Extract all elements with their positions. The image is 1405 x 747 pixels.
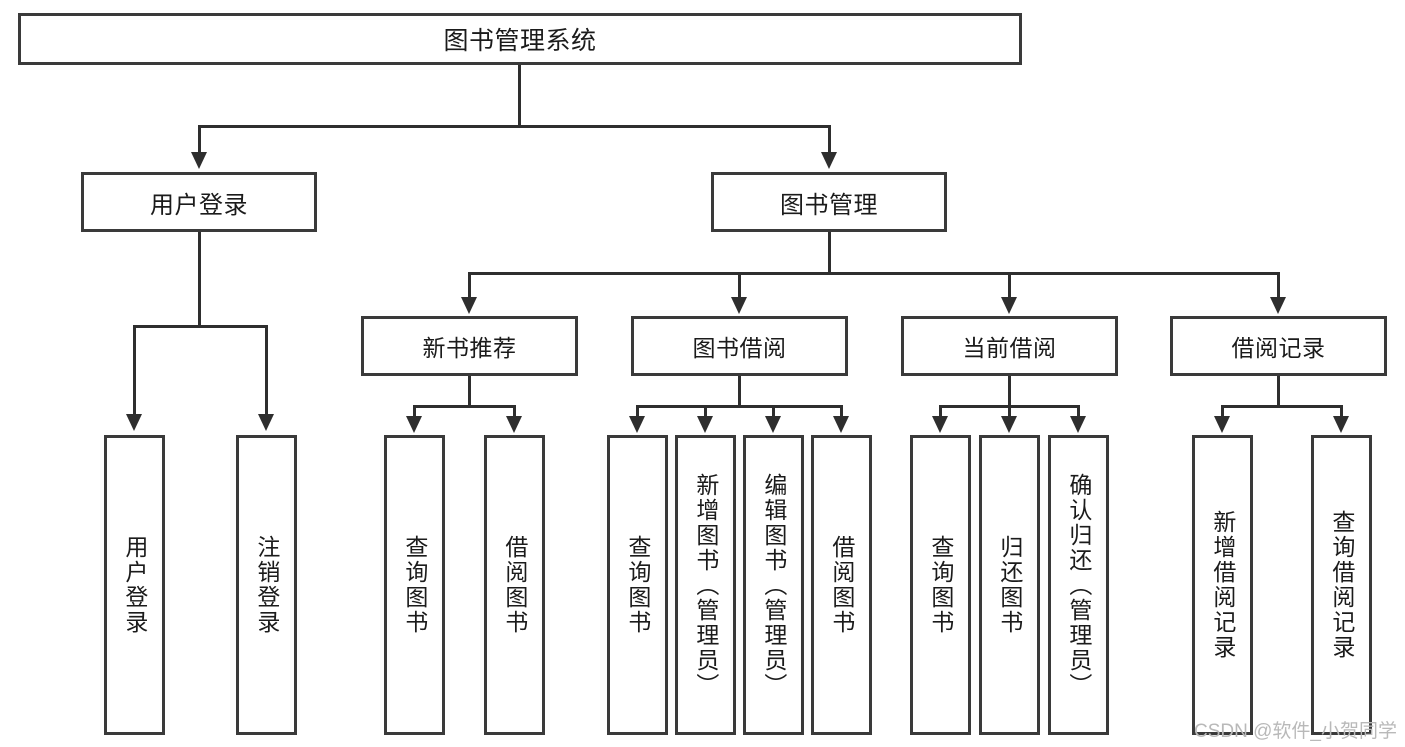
- watermark: CSDN @软件_小贺同学: [1194, 721, 1397, 742]
- arrow-current-borrow-leaf-1: [932, 416, 948, 433]
- node-label: 用户登录: [150, 191, 248, 219]
- node-label: 新书推荐: [422, 335, 517, 361]
- arrow-to-current-borrow: [1001, 297, 1017, 314]
- arrow-to-user-login: [191, 152, 207, 169]
- leaf-query-book-current[interactable]: 查询图书: [910, 435, 971, 735]
- edge-borrow-record-to-leaf-2: [1340, 405, 1343, 417]
- node-label: 查询借阅记录: [1328, 510, 1355, 660]
- node-label: 图书管理: [780, 191, 878, 219]
- edge-book-borrow-to-leaf-4: [840, 405, 843, 417]
- edge-book-manage-trunk: [828, 232, 831, 274]
- edge-new-book-to-leaf-1: [413, 405, 416, 417]
- node-label: 确认归还（管理员）: [1065, 472, 1092, 698]
- arrow-new-book-leaf-1: [406, 416, 422, 433]
- edge-to-book-borrow: [738, 272, 741, 298]
- edge-borrow-record-to-leaf-1: [1221, 405, 1224, 417]
- edge-root-trunk: [518, 65, 521, 127]
- arrow-to-book-borrow: [731, 297, 747, 314]
- arrow-to-borrow-record: [1270, 297, 1286, 314]
- arrow-borrow-record-leaf-1: [1214, 416, 1230, 433]
- leaf-logout[interactable]: 注销登录: [236, 435, 297, 735]
- edge-current-borrow-to-leaf-2: [1008, 405, 1011, 417]
- node-borrow-record[interactable]: 借阅记录: [1170, 316, 1387, 376]
- leaf-add-book-admin[interactable]: 新增图书（管理员）: [675, 435, 736, 735]
- node-label: 新增借阅记录: [1209, 510, 1236, 660]
- edge-new-book-trunk: [468, 376, 471, 408]
- leaf-add-borrow-record[interactable]: 新增借阅记录: [1192, 435, 1253, 735]
- arrow-to-leaf-user-login: [126, 414, 142, 431]
- node-user-login[interactable]: 用户登录: [81, 172, 317, 232]
- edge-current-borrow-to-leaf-1: [939, 405, 942, 417]
- arrow-to-book-manage: [821, 152, 837, 169]
- leaf-query-book-borrow[interactable]: 查询图书: [607, 435, 668, 735]
- edge-user-login-bar: [133, 325, 268, 328]
- node-label: 归还图书: [996, 535, 1023, 635]
- node-label: 查询图书: [624, 535, 651, 635]
- node-label: 注销登录: [253, 535, 280, 635]
- edge-borrow-record-bar: [1221, 405, 1342, 408]
- node-book-management[interactable]: 图书管理: [711, 172, 947, 232]
- edge-root-to-book-manage: [828, 125, 831, 153]
- edge-book-borrow-to-leaf-3: [772, 405, 775, 417]
- edge-user-login-to-leaf-2: [265, 325, 268, 415]
- edge-user-login-to-leaf-1: [133, 325, 136, 415]
- leaf-borrow-book-recommend[interactable]: 借阅图书: [484, 435, 545, 735]
- edge-root-to-user-login: [198, 125, 201, 153]
- edge-to-borrow-record: [1277, 272, 1280, 298]
- node-current-borrow[interactable]: 当前借阅: [901, 316, 1118, 376]
- edge-new-book-to-leaf-2: [513, 405, 516, 417]
- arrow-borrow-record-leaf-2: [1333, 416, 1349, 433]
- node-label: 图书管理系统: [443, 27, 597, 55]
- node-new-book-recommend[interactable]: 新书推荐: [361, 316, 578, 376]
- node-label: 编辑图书（管理员）: [760, 472, 787, 698]
- edge-current-borrow-trunk: [1008, 376, 1011, 408]
- node-label: 借阅记录: [1231, 335, 1326, 361]
- arrow-current-borrow-leaf-3: [1070, 416, 1086, 433]
- edge-root-bar: [198, 125, 830, 128]
- node-root-system[interactable]: 图书管理系统: [18, 13, 1022, 65]
- edge-book-borrow-to-leaf-2: [704, 405, 707, 417]
- leaf-edit-book-admin[interactable]: 编辑图书（管理员）: [743, 435, 804, 735]
- node-label: 查询图书: [927, 535, 954, 635]
- edge-current-borrow-to-leaf-3: [1077, 405, 1080, 417]
- leaf-query-book-recommend[interactable]: 查询图书: [384, 435, 445, 735]
- arrow-to-leaf-logout: [258, 414, 274, 431]
- arrow-book-borrow-leaf-3: [765, 416, 781, 433]
- leaf-return-book[interactable]: 归还图书: [979, 435, 1040, 735]
- node-label: 新增图书（管理员）: [692, 472, 719, 698]
- edge-new-book-bar: [413, 405, 515, 408]
- node-label: 图书借阅: [692, 335, 787, 361]
- arrow-current-borrow-leaf-2: [1001, 416, 1017, 433]
- edge-book-borrow-to-leaf-1: [636, 405, 639, 417]
- leaf-query-borrow-record[interactable]: 查询借阅记录: [1311, 435, 1372, 735]
- edge-book-borrow-bar: [636, 405, 842, 408]
- edge-user-login-trunk: [198, 232, 201, 327]
- node-book-borrow[interactable]: 图书借阅: [631, 316, 848, 376]
- edge-to-new-book: [468, 272, 471, 298]
- leaf-confirm-return-admin[interactable]: 确认归还（管理员）: [1048, 435, 1109, 735]
- arrow-book-borrow-leaf-2: [697, 416, 713, 433]
- arrow-book-borrow-leaf-4: [833, 416, 849, 433]
- edge-to-current-borrow: [1008, 272, 1011, 298]
- edge-borrow-record-trunk: [1277, 376, 1280, 408]
- node-label: 借阅图书: [501, 535, 528, 635]
- arrow-new-book-leaf-2: [506, 416, 522, 433]
- node-label: 查询图书: [401, 535, 428, 635]
- node-label: 借阅图书: [828, 535, 855, 635]
- leaf-user-login[interactable]: 用户登录: [104, 435, 165, 735]
- node-label: 当前借阅: [962, 335, 1057, 361]
- leaf-borrow-book[interactable]: 借阅图书: [811, 435, 872, 735]
- arrow-to-new-book: [461, 297, 477, 314]
- edge-book-borrow-trunk: [738, 376, 741, 408]
- edge-book-manage-bar: [468, 272, 1280, 275]
- arrow-book-borrow-leaf-1: [629, 416, 645, 433]
- node-label: 用户登录: [121, 535, 148, 635]
